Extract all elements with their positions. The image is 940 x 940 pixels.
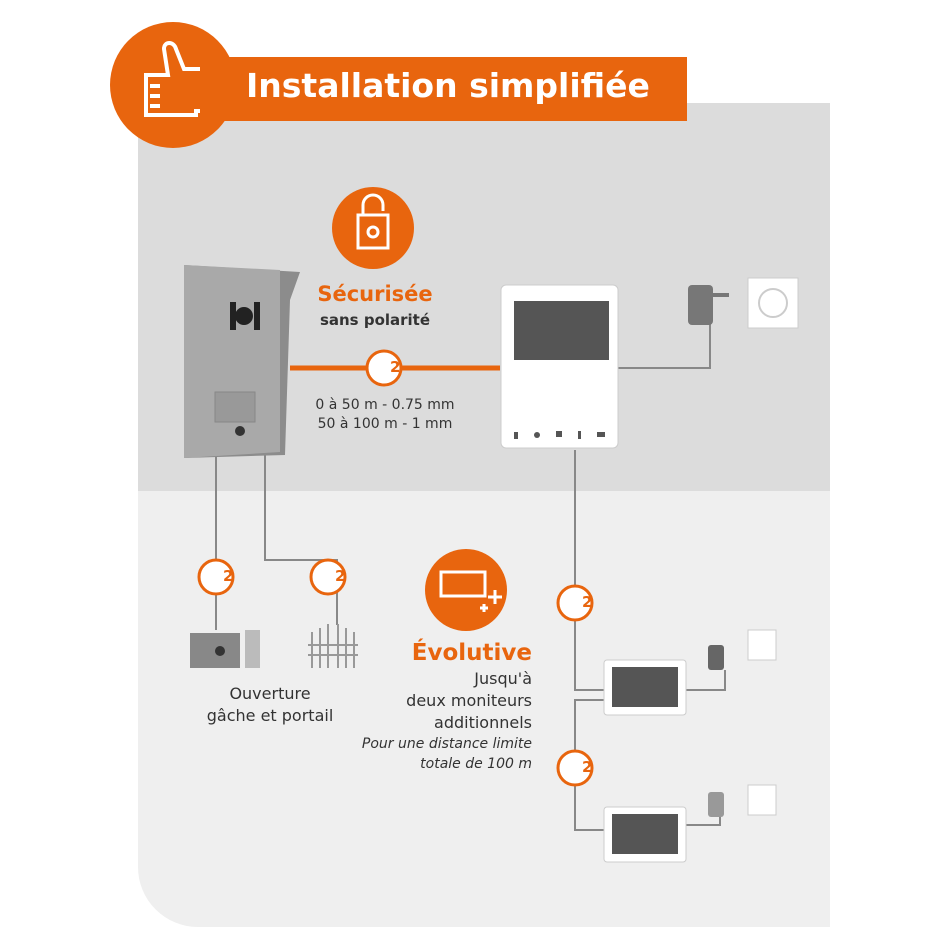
page-title: Installation simplifiée [246, 66, 650, 105]
title-bar [200, 57, 687, 121]
main-monitor [500, 284, 619, 449]
opening-line-1: Ouverture [229, 684, 311, 703]
wire-count: 2 [390, 358, 401, 376]
wire-count-monitor-1: 2 [582, 593, 593, 611]
cable-spec-1: 0 à 50 m - 0.75 mm [315, 397, 455, 413]
add-monitor-icon [439, 570, 502, 612]
security-title: Sécurisée [317, 282, 433, 306]
electric-lock-icon [190, 630, 260, 668]
additional-monitor-1 [603, 629, 777, 716]
add-monitor-icon-circle [425, 549, 507, 631]
evolutive-block: Évolutive Jusqu'à deux moniteurs additio… [300, 640, 532, 774]
security-subtitle: sans polarité [319, 311, 431, 329]
cable-spec-2: 50 à 100 m - 1 mm [317, 416, 453, 432]
cable-badges [197, 349, 594, 787]
evolutive-note-1: Pour une distance limite [361, 736, 532, 752]
opening-label: Ouverture gâche et portail [180, 683, 360, 727]
evolutive-line-3: additionnels [434, 713, 532, 732]
opening-line-2: gâche et portail [206, 706, 334, 725]
thumbs-up-icon [144, 41, 206, 117]
padlock-icon [356, 193, 390, 250]
evolutive-line-2: deux moniteurs [406, 691, 532, 710]
evolutive-note-2: totale de 100 m [420, 756, 532, 772]
evolutive-line-1: Jusqu'à [474, 669, 532, 688]
wires [215, 320, 726, 831]
power-adapter-main [688, 277, 799, 329]
additional-monitor-2 [603, 784, 777, 863]
door-station [184, 265, 300, 458]
evolutive-title: Évolutive [411, 640, 532, 666]
wire-count-gate: 2 [335, 567, 346, 585]
wire-count-monitor-2: 2 [582, 758, 593, 776]
cable-specs: 0 à 50 m - 0.75 mm 50 à 100 m - 1 mm [290, 396, 480, 434]
gate-icon [308, 624, 358, 668]
wire-count-lock: 2 [223, 567, 234, 585]
